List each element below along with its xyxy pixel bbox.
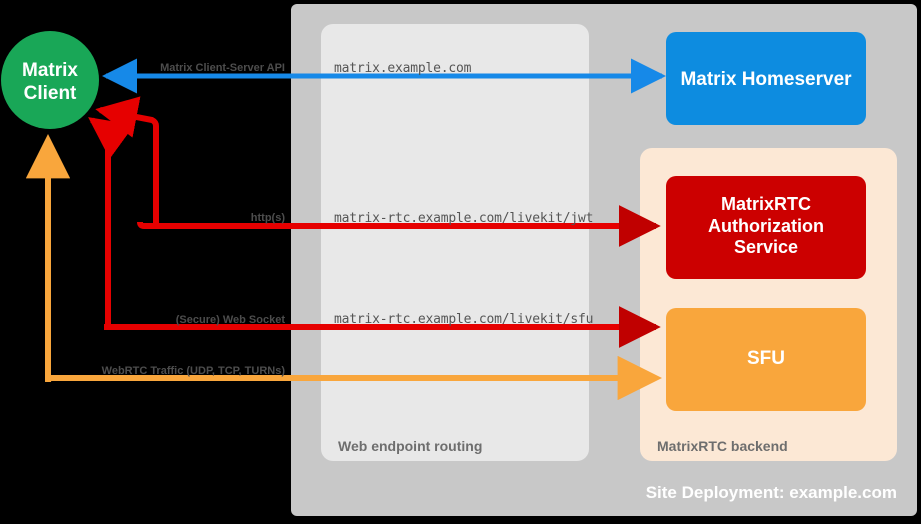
authorization-service-label-line1: MatrixRTC xyxy=(720,194,811,214)
authorization-service-label-line2: Authorization xyxy=(708,215,824,236)
protocol-label-http: http(s) xyxy=(250,212,285,224)
connector-sfu-websocket xyxy=(88,117,661,348)
zone-label-web-endpoint-routing: Web endpoint routing xyxy=(338,438,483,454)
protocol-label-webrtc: WebRTC Traffic (UDP, TCP, TURNs) xyxy=(101,365,285,377)
site-deployment-label: Site Deployment: example.com xyxy=(645,483,897,502)
protocol-label-websocket: (Secure) Web Socket xyxy=(175,314,285,326)
endpoint-label-matrix: matrix.example.com xyxy=(334,61,472,76)
matrix-client-label-line1: Matrix xyxy=(22,60,78,81)
matrix-client-label-line2: Client xyxy=(23,82,77,104)
node-matrix-client xyxy=(1,31,99,129)
authorization-service-label-line3: Service xyxy=(733,237,799,258)
node-matrix-homeserver xyxy=(666,32,866,125)
protocol-label-client-server-api: Matrix Client-Server API xyxy=(160,62,285,74)
connector-jwt-http xyxy=(95,96,661,247)
connector-webrtc-media xyxy=(25,134,662,401)
node-sfu xyxy=(666,308,866,411)
sfu-label: SFU xyxy=(747,348,785,369)
matrix-homeserver-label: Matrix Homeserver xyxy=(680,69,852,90)
endpoint-label-sfu: matrix-rtc.example.com/livekit/sfu xyxy=(334,312,594,327)
node-authorization-service xyxy=(666,176,866,279)
matrix-client-label: Matrix Client xyxy=(0,60,100,106)
authorization-service-label: MatrixRTC Authorization Service xyxy=(666,194,866,259)
zone-web-endpoint-routing xyxy=(321,24,589,461)
endpoint-label-jwt: matrix-rtc.example.com/livekit/jwt xyxy=(334,211,594,226)
zone-label-matrixrtc-backend: MatrixRTC backend xyxy=(657,438,788,454)
